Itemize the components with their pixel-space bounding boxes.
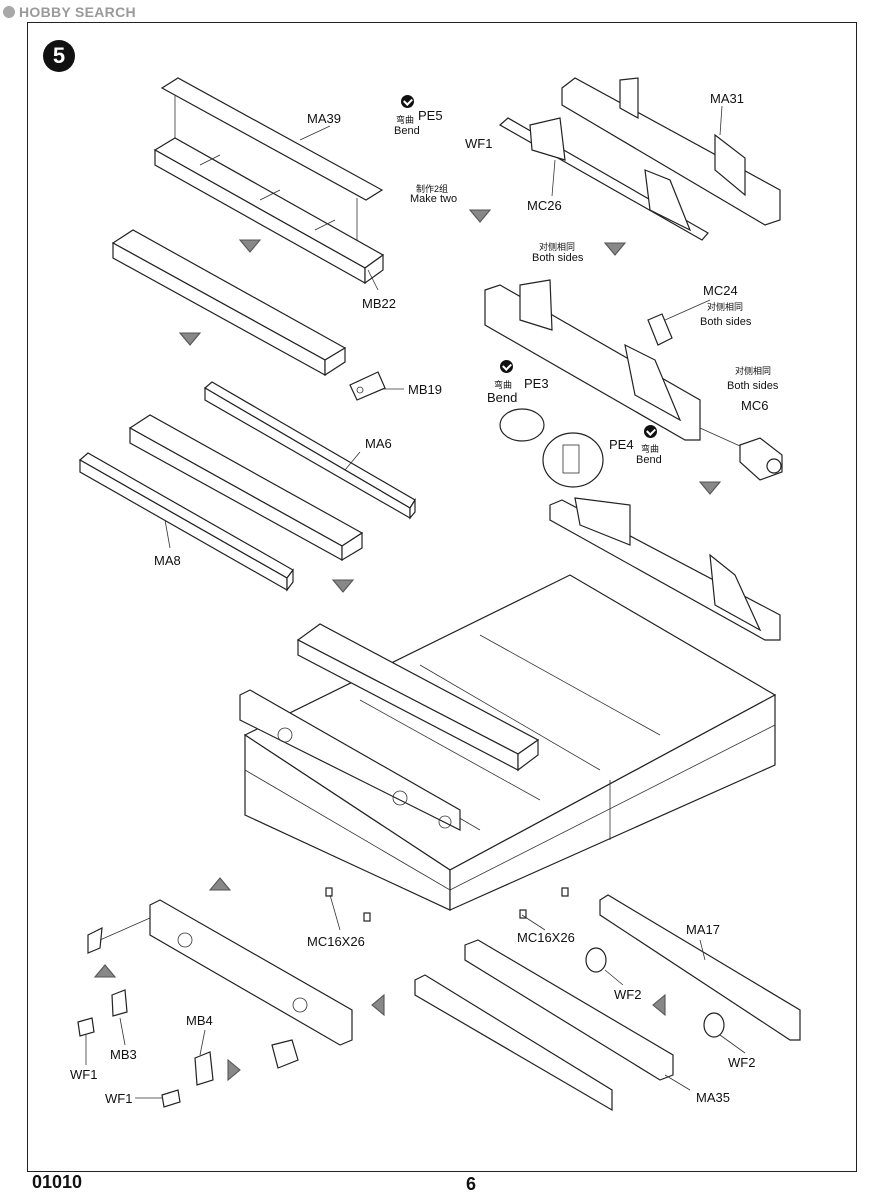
- clips-mc16x26: [325, 887, 569, 922]
- label-wf1-top: WF1: [465, 136, 493, 151]
- label-mb19: MB19: [408, 382, 442, 397]
- leader-lines: [85, 105, 746, 1099]
- note-make-two-cn: 制作2组: [416, 184, 449, 194]
- label-mc26: MC26: [527, 198, 562, 213]
- bend-icon: [644, 425, 657, 438]
- part-mb22: [153, 137, 385, 285]
- note-make-two-en: Make two: [410, 193, 458, 205]
- label-mb22: MB22: [362, 296, 396, 311]
- part-cargo-bed: [243, 574, 777, 911]
- note-bend-cn: 弯曲: [396, 115, 415, 125]
- note-bend-en-pe3: Bend: [487, 390, 518, 405]
- part-mc-frame: [484, 279, 701, 441]
- label-wf1-b: WF1: [105, 1091, 133, 1106]
- label-ma31: MA31: [710, 91, 744, 106]
- label-ma17: MA17: [686, 922, 720, 937]
- note-both-sides-cn-2: 对侧相同: [707, 302, 744, 312]
- note-both-sides-en-3: Both sides: [727, 380, 779, 392]
- note-bend-cn-pe3: 弯曲: [494, 380, 513, 390]
- label-pe3: PE3: [524, 376, 549, 391]
- note-both-sides-cn-3: 对侧相同: [735, 366, 772, 376]
- part-bed-box: [296, 623, 540, 772]
- product-code: 01010: [32, 1172, 83, 1192]
- note-both-sides-en-2: Both sides: [700, 316, 752, 328]
- label-wf2-a: WF2: [614, 987, 642, 1002]
- part-ma35: [414, 939, 674, 1112]
- label-pe4: PE4: [609, 437, 634, 452]
- label-wf1-a: WF1: [70, 1067, 98, 1082]
- part-mb19: [349, 371, 386, 401]
- note-both-sides-en-1: Both sides: [532, 252, 584, 264]
- note-bend-en: Bend: [394, 125, 420, 137]
- watermark-text: HOBBY SEARCH: [19, 4, 136, 20]
- watermark: HOBBY SEARCH: [3, 4, 136, 20]
- step-number-badge: 5: [43, 40, 75, 72]
- bend-icon: [500, 360, 513, 373]
- note-both-sides-cn-1: 对侧相同: [539, 242, 576, 252]
- part-ma8: [78, 452, 294, 592]
- part-upper-side-rail: [549, 497, 781, 641]
- label-mc16x26-right: MC16X26: [517, 930, 575, 945]
- bend-icon: [401, 95, 414, 108]
- label-mb4: MB4: [186, 1013, 213, 1028]
- label-ma39: MA39: [307, 111, 341, 126]
- part-ma6-box: [128, 414, 364, 562]
- part-wf2: [585, 947, 725, 1038]
- page-frame: [27, 22, 857, 1172]
- page-number: 6: [466, 1174, 477, 1194]
- label-mc6: MC6: [741, 398, 769, 413]
- part-mc6: [699, 427, 783, 481]
- part-ma17: [599, 894, 801, 1041]
- label-mb3: MB3: [110, 1047, 137, 1062]
- label-ma35: MA35: [696, 1090, 730, 1105]
- small-parts-left: [77, 989, 299, 1108]
- arrow-icons: [93, 209, 722, 1082]
- part-mb22-box: [111, 229, 347, 377]
- label-mc24: MC24: [703, 283, 738, 298]
- note-bend-cn-pe4: 弯曲: [641, 444, 660, 454]
- label-pe5: PE5: [418, 108, 443, 123]
- note-bend-en-pe4: Bend: [636, 454, 662, 466]
- part-mc26: [498, 117, 709, 241]
- label-ma8: MA8: [154, 553, 181, 568]
- label-ma6: MA6: [365, 436, 392, 451]
- part-ma31: [561, 77, 781, 226]
- label-wf2-b: WF2: [728, 1055, 756, 1070]
- bend-detail: [499, 408, 604, 488]
- part-lower-left-panel: [87, 899, 353, 1046]
- label-mc16x26-left: MC16X26: [307, 934, 365, 949]
- watermark-logo-icon: [3, 6, 15, 18]
- part-ma6: [203, 381, 416, 520]
- part-bed-side-panel: [239, 689, 461, 831]
